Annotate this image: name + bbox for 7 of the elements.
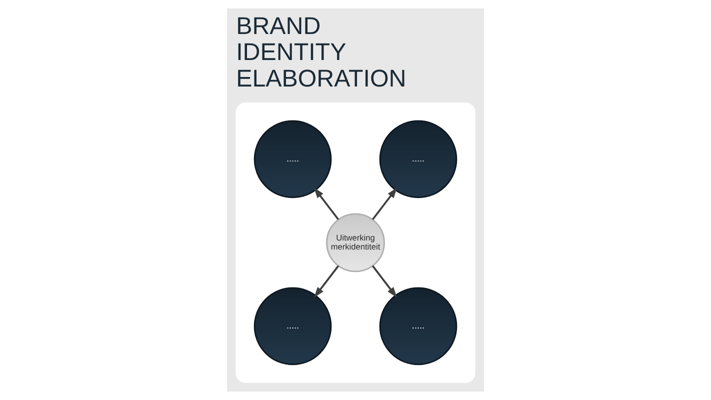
arrow	[372, 265, 397, 298]
node-circle: Uitwerking merkidentiteit	[326, 213, 385, 272]
diagram-title: BRAND IDENTITY ELABORATION	[236, 12, 406, 93]
arrow	[314, 188, 340, 220]
arrow	[314, 265, 340, 298]
cluster	[236, 102, 476, 383]
arrow	[372, 188, 398, 220]
